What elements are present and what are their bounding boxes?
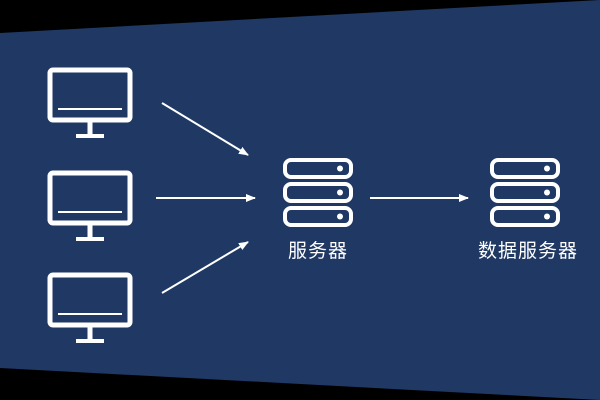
monitor-icon — [47, 272, 133, 343]
monitor-icon — [47, 67, 133, 138]
arrow-client-1-to-server — [161, 102, 249, 156]
arrow-client-3-to-server — [161, 241, 249, 294]
server-icon — [283, 158, 353, 227]
monitor-icon — [47, 170, 133, 241]
server-label: 服务器 — [287, 240, 348, 262]
server-icon — [490, 158, 560, 227]
database-server-label: 数据服务器 — [477, 240, 578, 262]
